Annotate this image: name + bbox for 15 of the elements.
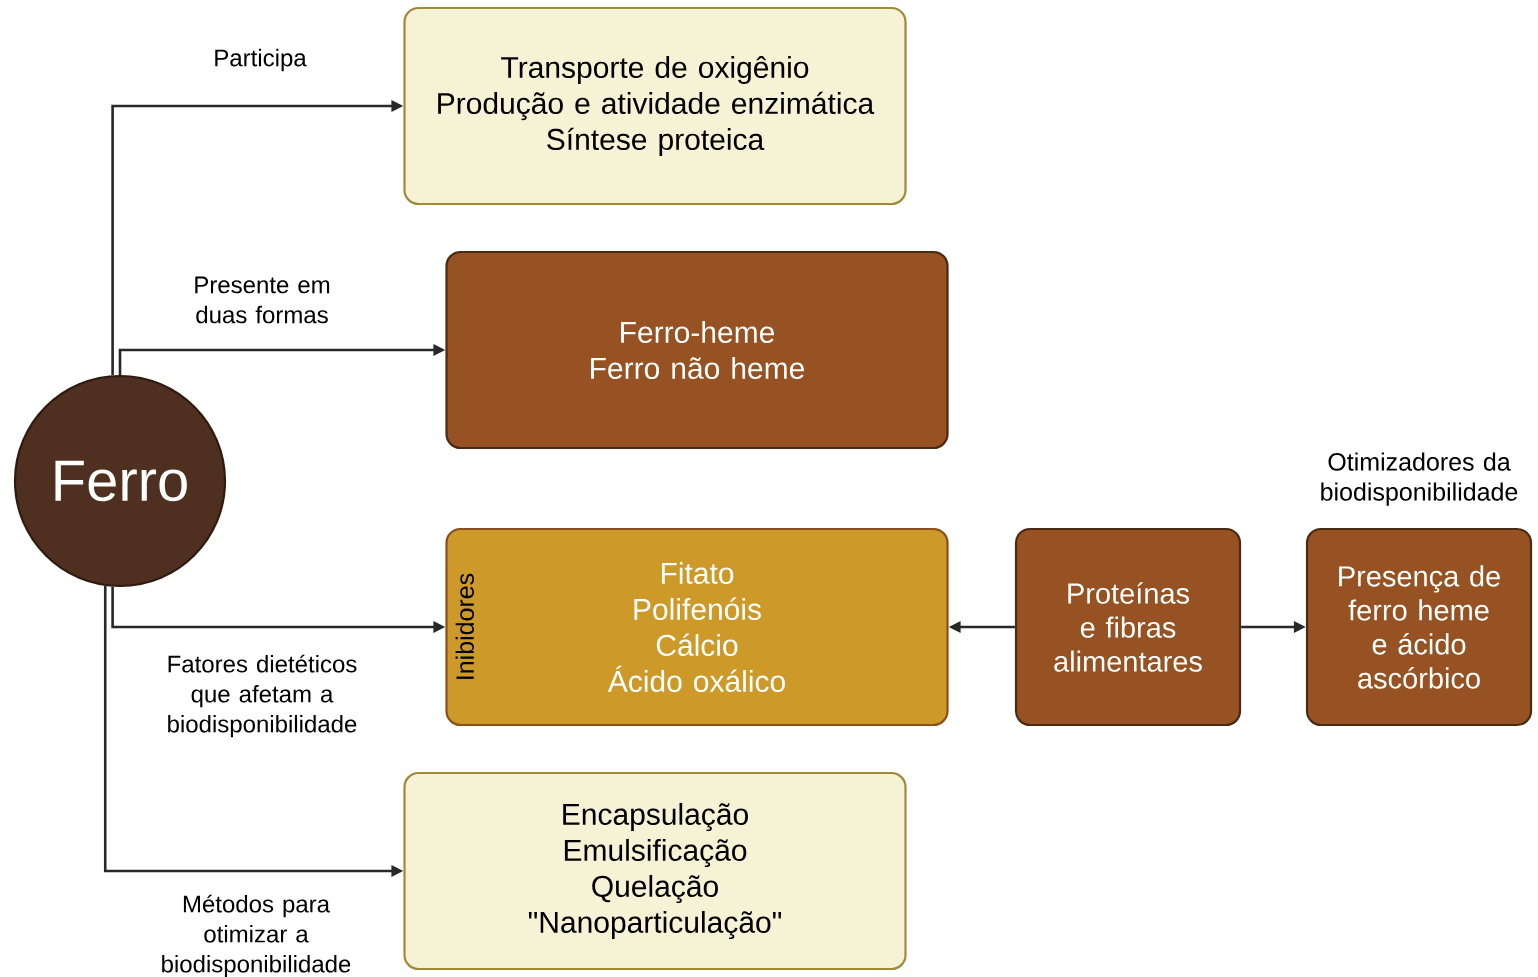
edge-label: Presente em duas formas (195, 276, 330, 324)
text-box: Encapsulação Emulsificação Quelação "Nanoparticulação" (403, 771, 907, 971)
edge-label: Fatores dietéticos que afetam a biodisponibilidade (168, 654, 357, 738)
edge-label: Métodos para otimizar a biodisponibilidade (162, 894, 351, 977)
text-box: Proteínas e fibras alimentares (1014, 527, 1242, 727)
edge-label: Participa (215, 48, 307, 72)
text-box: Ferro-heme Ferro não heme (445, 250, 949, 450)
caption-text: Otimizadores da biodisponibilidade (1321, 452, 1518, 506)
side-heading: Inibidores (455, 573, 474, 679)
text-box: Presença de ferro heme e ácido ascórbico (1305, 527, 1533, 727)
node-label: Polifenóis (634, 597, 761, 621)
text-box: Transporte de oxigênio Produção e atividade enzimática Síntese proteica (403, 6, 907, 206)
node-label: Ácido oxálico (607, 665, 785, 693)
node-label: Fitato (661, 561, 734, 585)
node-label: Cálcio (656, 633, 738, 657)
